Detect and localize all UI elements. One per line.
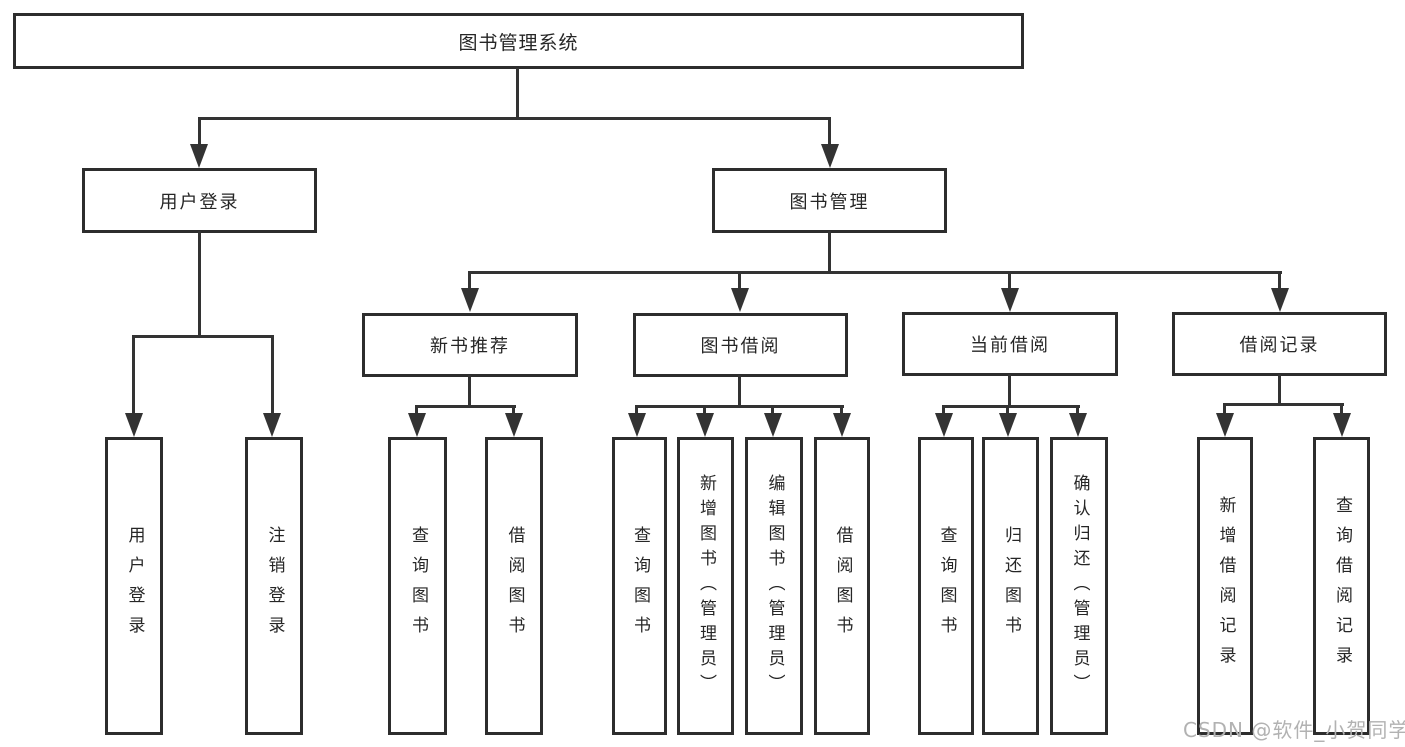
leaf-query-borrow-record-label: 查询借阅记录 <box>1332 496 1352 676</box>
arrow-down-icon <box>1216 413 1234 437</box>
node-book-borrowing: 图书借阅 <box>633 313 848 377</box>
arrow-down-icon <box>1333 413 1351 437</box>
node-current-borrowing: 当前借阅 <box>902 312 1118 376</box>
connector-line-horizontal <box>132 335 274 338</box>
leaf-query-books-recommend-label: 查询图书 <box>408 526 428 646</box>
arrow-down-icon <box>731 288 749 312</box>
leaf-logout: 注销登录 <box>245 437 303 735</box>
connector-line-vertical <box>1223 403 1226 415</box>
arrow-down-icon <box>1069 413 1087 437</box>
leaf-query-books-current-label: 查询图书 <box>936 526 957 646</box>
connector-line-vertical <box>635 405 638 415</box>
leaf-borrow-books-label: 借阅图书 <box>832 526 853 646</box>
arrow-down-icon <box>1271 288 1289 312</box>
leaf-logout-label: 注销登录 <box>264 526 285 646</box>
node-user-login: 用户登录 <box>82 168 317 233</box>
leaf-query-books-borrow-label: 查询图书 <box>630 526 650 646</box>
arrow-down-icon <box>764 413 782 437</box>
connector-line-vertical <box>771 405 774 415</box>
node-new-book-recommend: 新书推荐 <box>362 313 578 377</box>
arrow-down-icon <box>408 413 426 437</box>
arrow-down-icon <box>190 144 208 168</box>
leaf-borrow-books-recommend: 借阅图书 <box>485 437 543 735</box>
leaf-user-login: 用户登录 <box>105 437 163 735</box>
node-borrowing-records-label: 借阅记录 <box>1239 335 1320 356</box>
arrow-down-icon <box>833 413 851 437</box>
leaf-edit-books-admin-label: 编辑图书（管理员） <box>764 473 785 699</box>
leaf-query-books-recommend: 查询图书 <box>388 437 447 735</box>
connector-line-vertical <box>828 231 831 273</box>
connector-line-vertical <box>1278 271 1281 289</box>
arrow-down-icon <box>461 288 479 312</box>
arrow-down-icon <box>999 413 1017 437</box>
connector-line-vertical <box>828 117 831 145</box>
connector-line-vertical <box>942 405 945 415</box>
connector-line-vertical <box>516 68 519 118</box>
node-root: 图书管理系统 <box>13 13 1024 69</box>
leaf-confirm-return-admin-label: 确认归还（管理员） <box>1069 473 1090 699</box>
connector-line-vertical <box>1008 271 1011 289</box>
connector-line-horizontal <box>635 405 844 408</box>
leaf-user-login-label: 用户登录 <box>124 526 145 646</box>
arrow-down-icon <box>696 413 714 437</box>
leaf-edit-books-admin: 编辑图书（管理员） <box>745 437 803 735</box>
connector-line-vertical <box>703 405 706 415</box>
node-new-book-recommend-label: 新书推荐 <box>430 336 510 357</box>
connector-line-horizontal <box>468 271 1282 274</box>
arrow-down-icon <box>821 144 839 168</box>
node-book-management-label: 图书管理 <box>789 191 870 213</box>
connector-line-horizontal <box>1223 403 1344 406</box>
arrow-down-icon <box>628 413 646 437</box>
arrow-down-icon <box>125 413 143 437</box>
leaf-borrow-books: 借阅图书 <box>814 437 870 735</box>
leaf-add-borrow-record: 新增借阅记录 <box>1197 437 1253 735</box>
connector-line-vertical <box>738 271 741 289</box>
arrow-down-icon <box>1001 288 1019 312</box>
leaf-query-books-current: 查询图书 <box>918 437 974 735</box>
connector-line-vertical <box>468 271 471 289</box>
node-root-label: 图书管理系统 <box>458 31 579 54</box>
connector-line-vertical <box>1006 405 1009 415</box>
connector-line-horizontal <box>198 117 831 120</box>
arrow-down-icon <box>935 413 953 437</box>
node-current-borrowing-label: 当前借阅 <box>970 335 1050 356</box>
node-book-management: 图书管理 <box>712 168 947 233</box>
connector-line-vertical <box>512 405 515 415</box>
connector-line-vertical <box>1278 374 1281 405</box>
leaf-borrow-books-recommend-label: 借阅图书 <box>504 526 525 646</box>
node-book-borrowing-label: 图书借阅 <box>700 336 781 357</box>
connector-line-vertical <box>271 335 274 414</box>
arrow-down-icon <box>263 413 281 437</box>
leaf-add-books-admin: 新增图书（管理员） <box>677 437 734 735</box>
connector-line-horizontal <box>415 405 516 408</box>
connector-line-vertical <box>1076 405 1079 415</box>
leaf-query-books-borrow: 查询图书 <box>612 437 667 735</box>
connector-line-vertical <box>1008 374 1011 407</box>
connector-line-vertical <box>1340 403 1343 415</box>
leaf-return-books: 归还图书 <box>982 437 1039 735</box>
leaf-add-books-admin-label: 新增图书（管理员） <box>696 473 716 699</box>
connector-line-vertical <box>468 375 471 407</box>
csdn-watermark: CSDN @软件_小贺同学 <box>1183 718 1405 742</box>
leaf-confirm-return-admin: 确认归还（管理员） <box>1050 437 1108 735</box>
node-borrowing-records: 借阅记录 <box>1172 312 1387 376</box>
leaf-add-borrow-record-label: 新增借阅记录 <box>1215 496 1236 676</box>
node-user-login-label: 用户登录 <box>159 191 240 213</box>
connector-line-vertical <box>198 231 201 336</box>
arrow-down-icon <box>505 413 523 437</box>
connector-line-vertical <box>840 405 843 415</box>
connector-line-vertical <box>738 375 741 407</box>
connector-line-vertical <box>415 405 418 415</box>
connector-line-vertical <box>198 117 201 145</box>
leaf-return-books-label: 归还图书 <box>1001 526 1021 646</box>
connector-line-horizontal <box>942 405 1080 408</box>
leaf-query-borrow-record: 查询借阅记录 <box>1313 437 1370 735</box>
connector-line-vertical <box>132 335 135 414</box>
